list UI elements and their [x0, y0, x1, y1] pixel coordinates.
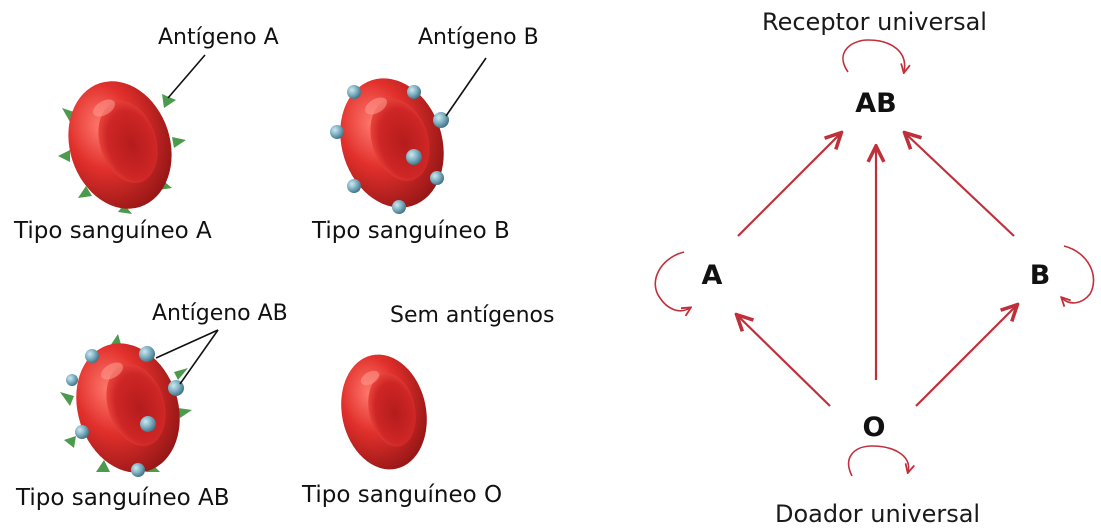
antigen-a-label: Antígeno A [158, 25, 279, 50]
self-loop-o-icon [849, 446, 909, 476]
node-ab: AB [855, 88, 896, 119]
red-blood-cell-with-spikes-and-spheres-icon [60, 330, 196, 486]
universal-receptor-label: Receptor universal [762, 8, 987, 36]
node-o: O [863, 412, 886, 443]
self-loop-ab-icon [843, 40, 905, 72]
arrow-b-to-ab [906, 134, 1014, 236]
arrow-a-to-ab [738, 134, 840, 236]
cell-type-o: Sem antígenos Tipo sanguíneo O [301, 303, 554, 508]
no-antigens-label: Sem antígenos [390, 303, 554, 328]
cell-a-caption: Tipo sanguíneo A [13, 218, 212, 244]
antigen-ab-label: Antígeno AB [152, 301, 288, 326]
self-loop-a-icon [655, 252, 690, 311]
cell-type-b: Antígeno B Tipo sanguíneo B [311, 25, 539, 244]
red-blood-cell-with-spheres-icon [324, 65, 460, 221]
cell-type-a: Antígeno A Tipo sanguíneo A [13, 25, 279, 244]
cell-o-caption: Tipo sanguíneo O [301, 482, 502, 508]
node-b: B [1030, 260, 1051, 291]
antigen-b-pointer-line [446, 58, 486, 116]
antigen-a-pointer-line [168, 55, 205, 98]
antigen-b-label: Antígeno B [418, 25, 539, 50]
donation-compatibility-diagram: Receptor universal Doador universal AB A… [655, 8, 1093, 528]
arrow-o-to-a [738, 316, 830, 406]
universal-donor-label: Doador universal [775, 500, 980, 528]
self-loop-b-icon [1062, 246, 1094, 303]
red-blood-cell-plain-icon [331, 347, 437, 478]
cell-ab-caption: Tipo sanguíneo AB [15, 485, 230, 511]
cell-type-ab: Antígeno AB Tipo sanguíneo AB [15, 301, 288, 511]
arrow-o-to-b [916, 306, 1016, 406]
cell-b-caption: Tipo sanguíneo B [311, 218, 510, 244]
red-blood-cell-with-spikes-icon [52, 68, 187, 223]
node-a: A [702, 260, 723, 291]
